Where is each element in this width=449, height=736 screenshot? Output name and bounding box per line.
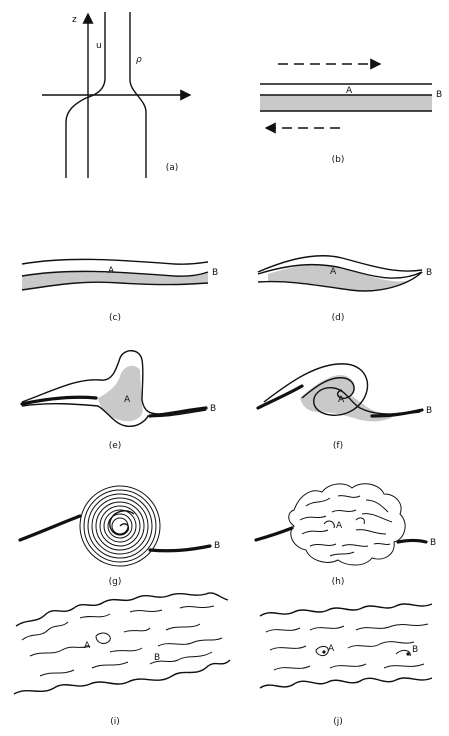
caption-b: (b): [332, 155, 345, 165]
point-b-label: B: [214, 541, 220, 551]
panel-e: A B (e): [22, 351, 216, 451]
point-b-label: B: [154, 653, 160, 663]
turbulent-eddy: [270, 642, 414, 650]
point-a-label: A: [124, 395, 131, 405]
point-b-label: B: [212, 268, 218, 278]
point-a-label: A: [346, 86, 353, 96]
point-b-label: B: [436, 90, 442, 100]
right-thick-band: [150, 546, 210, 551]
panel-c: A B (c): [22, 259, 218, 323]
lower-turbulent-boundary: [14, 660, 230, 694]
turbulent-eddy: [22, 622, 68, 640]
point-a-marker: [322, 650, 325, 653]
point-b-label: B: [426, 406, 432, 416]
caption-a: (a): [166, 163, 179, 173]
z-axis-label: z: [72, 15, 77, 25]
panel-d: A B (d): [258, 256, 432, 323]
point-a-label: A: [338, 395, 345, 405]
turbulent-eddy: [80, 606, 214, 618]
point-a-label: A: [330, 267, 337, 277]
panel-f: A B (f): [258, 364, 432, 451]
turbulent-eddy: [110, 638, 222, 652]
caption-f: (f): [333, 441, 343, 451]
shaded-layer: [260, 95, 432, 111]
upper-turbulent-boundary: [260, 604, 432, 616]
turbulent-eddy: [310, 543, 390, 546]
right-thick-band: [398, 541, 426, 543]
point-b-label: B: [210, 404, 216, 414]
caption-e: (e): [109, 441, 122, 451]
point-a-label: A: [108, 266, 115, 276]
caption-i: (i): [110, 717, 120, 727]
turbulent-eddy: [324, 518, 364, 528]
shaded-layer: [22, 271, 208, 290]
density-label: ρ: [136, 55, 142, 65]
point-b-label: B: [412, 645, 418, 655]
turbulent-eddy: [266, 624, 428, 632]
turbulent-eddy: [300, 510, 392, 522]
turbulent-blob: [289, 484, 405, 565]
upper-turbulent-boundary: [16, 593, 228, 626]
turbulent-eddy: [30, 646, 90, 656]
panel-a: z u ρ (a): [42, 12, 190, 178]
turbulent-eddy: [96, 624, 200, 643]
turbulent-eddy: [40, 662, 128, 676]
caption-g: (g): [109, 577, 122, 587]
spiral-vortex: [80, 486, 160, 566]
left-thick-band: [256, 528, 292, 540]
point-a-label: A: [336, 521, 343, 531]
caption-c: (c): [109, 313, 121, 323]
point-b-label: B: [430, 538, 436, 548]
panel-i: A B (i): [14, 593, 230, 727]
panel-b: A B (b): [260, 64, 442, 165]
point-b-marker: [406, 652, 409, 655]
point-b-label: B: [426, 268, 432, 278]
panel-g: B (g): [20, 486, 220, 587]
turbulent-eddy: [274, 664, 424, 670]
point-a-label: A: [328, 644, 335, 654]
point-a-label: A: [84, 641, 91, 651]
panel-h: A B (h): [256, 484, 436, 587]
turbulent-eddy: [306, 496, 388, 512]
turbulent-eddy: [302, 530, 386, 534]
panel-j: A B (j): [260, 604, 432, 727]
caption-h: (h): [332, 577, 345, 587]
caption-d: (d): [332, 313, 345, 323]
caption-j: (j): [333, 717, 343, 727]
upper-interface-line: [22, 259, 208, 264]
left-thick-band: [20, 516, 80, 540]
shaded-region: [98, 366, 143, 421]
velocity-label: u: [96, 41, 102, 51]
turbulent-eddy: [330, 552, 354, 556]
lower-turbulent-boundary: [260, 678, 432, 688]
